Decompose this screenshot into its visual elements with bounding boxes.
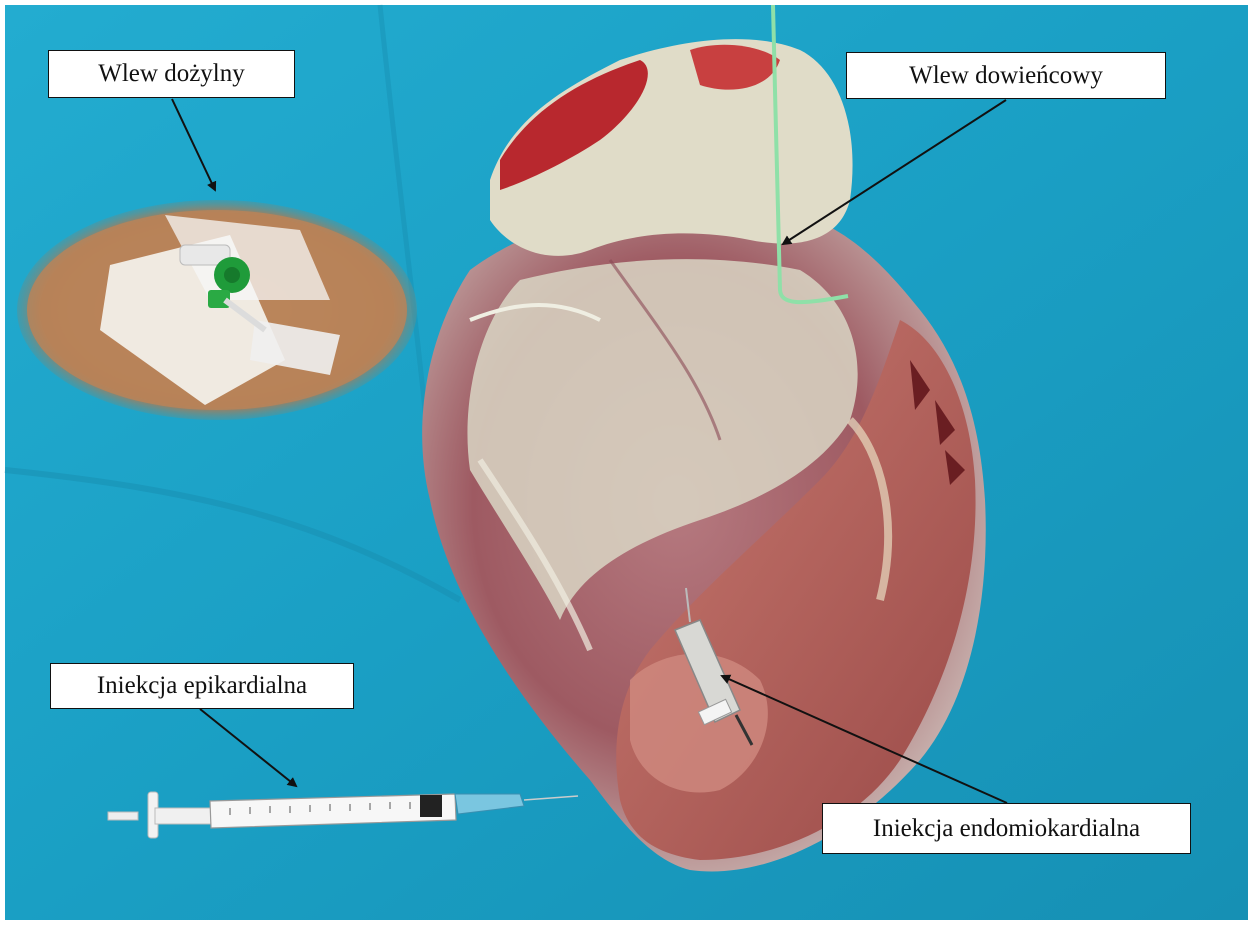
iv-cannula-image: [17, 200, 417, 420]
label-epicardial: Iniekcja epikardialna: [50, 663, 354, 709]
label-endomyocardial: Iniekcja endomiokardialna: [822, 803, 1191, 854]
label-intracoronary: Wlew dowieńcowy: [846, 52, 1166, 99]
label-intravenous: Wlew dożylny: [48, 50, 295, 98]
